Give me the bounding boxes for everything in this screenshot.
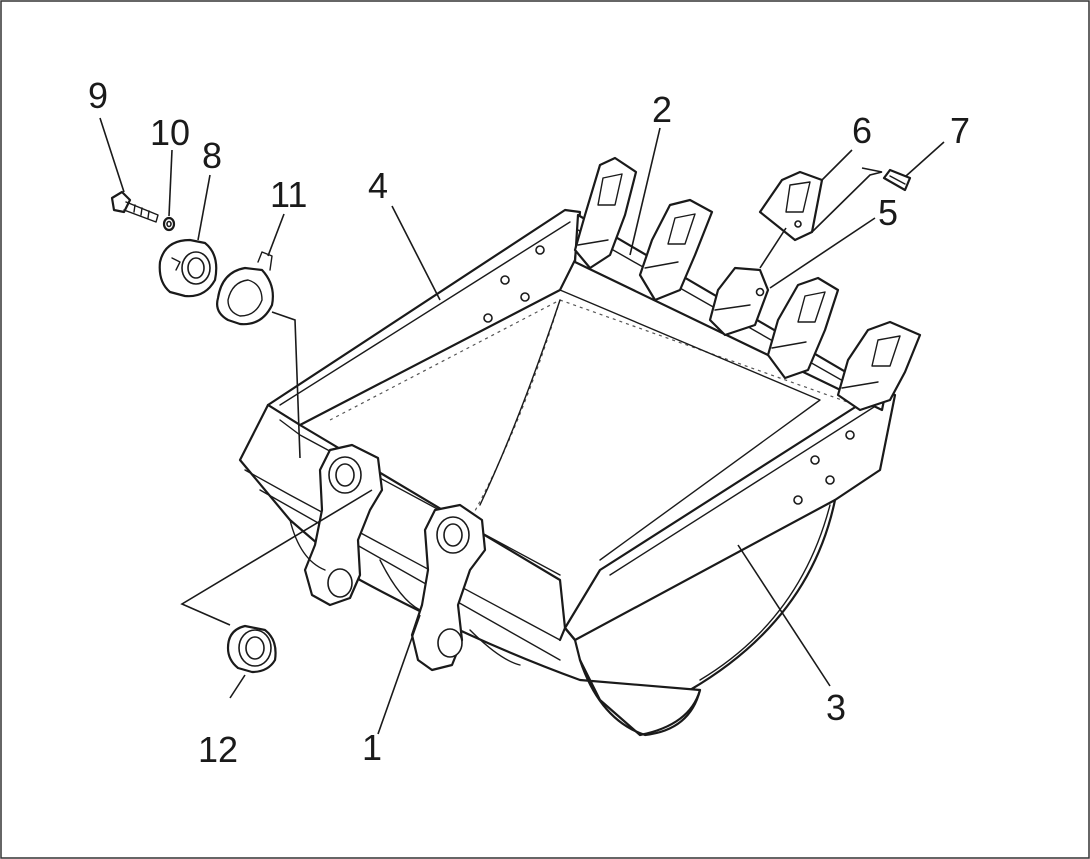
callout-9: 9 (88, 75, 108, 116)
left-bracket (303, 443, 384, 607)
tooth-3 (708, 266, 770, 337)
callout-12: 12 (198, 729, 238, 770)
bracket-assembly (289, 443, 521, 672)
callout-7: 7 (950, 110, 970, 151)
left-side-plate (266, 208, 582, 427)
tooth-4 (766, 276, 840, 380)
callout-2: 2 (652, 89, 672, 130)
leader-lines (99, 117, 945, 735)
bucket-teeth (573, 156, 922, 412)
callout-4: 4 (368, 165, 388, 206)
pin-7 (882, 168, 912, 192)
tooth-2 (638, 198, 714, 302)
callout-10: 10 (150, 112, 190, 153)
bolt-9 (110, 190, 159, 223)
callout-labels: 9 10 8 11 4 2 6 7 5 3 1 12 (88, 75, 970, 770)
tooth-point-6 (758, 170, 824, 242)
washer-10 (162, 216, 176, 232)
callout-6: 6 (852, 110, 872, 151)
callout-11: 11 (270, 174, 307, 215)
callout-3: 3 (826, 687, 846, 728)
tooth-adapter-5 (708, 266, 770, 337)
shim-11 (216, 251, 274, 326)
tooth-5 (836, 320, 922, 412)
bushing-12 (226, 624, 277, 674)
tooth-1 (573, 156, 638, 270)
callout-5: 5 (878, 192, 898, 233)
callout-1: 1 (362, 727, 382, 768)
right-side-plate (563, 388, 897, 642)
collar-8 (158, 238, 218, 298)
callout-8: 8 (202, 135, 222, 176)
